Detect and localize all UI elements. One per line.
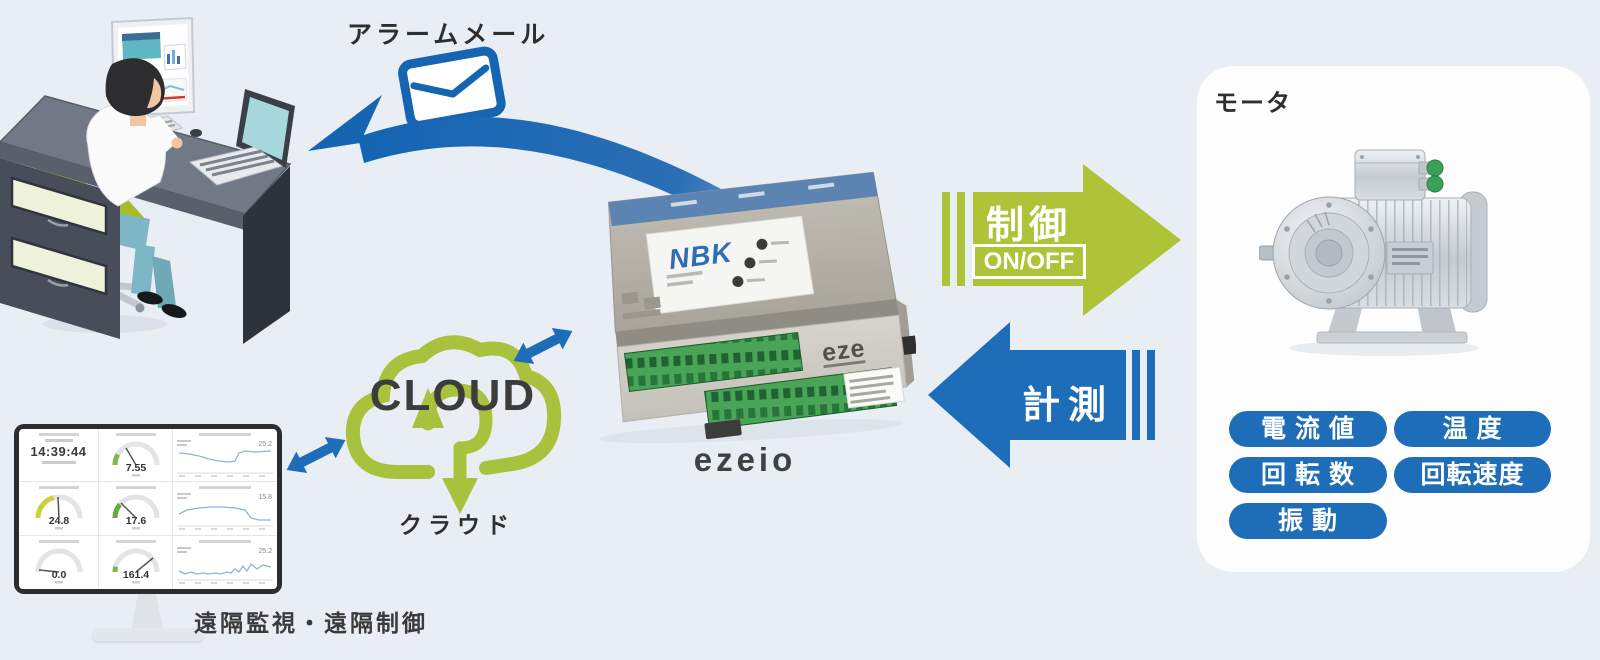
sync-arrow-monitor-cloud-icon	[286, 437, 346, 473]
svg-text:25.2: 25.2	[258, 441, 272, 448]
gauge-cell: 7.55	[99, 429, 173, 483]
svg-text:24.8: 24.8	[48, 515, 69, 527]
control-arrow-shape	[942, 164, 1181, 316]
svg-text:0.0: 0.0	[51, 569, 66, 581]
metric-badge-rotation-speed: 回転速度	[1394, 457, 1551, 493]
measure-arrow-shape	[928, 322, 1155, 468]
shoe	[137, 291, 163, 305]
person-arm	[144, 116, 180, 152]
mail-icon	[398, 46, 506, 130]
gauge-cell: 17.6	[99, 482, 173, 536]
metric-badge-rotation-count: 回 転 数	[1229, 457, 1387, 493]
person-hand	[171, 137, 183, 149]
control-arrow: 制御 ON/OFF	[932, 156, 1184, 322]
certification-marks	[621, 291, 661, 320]
control-arrow-label: 制御	[985, 205, 1072, 247]
cloud-icon: CLOUD	[345, 335, 562, 514]
monitor-stand-base	[92, 628, 204, 641]
cable-gland	[1426, 175, 1444, 193]
cloud-text: CLOUD	[370, 371, 536, 420]
alarm-swoosh-arrow	[308, 95, 900, 322]
svg-text:15.8: 15.8	[258, 494, 272, 501]
remote-monitor-label: 遠隔監視・遠隔制御	[194, 610, 428, 636]
ezeio-device-illustration: NBK eze	[598, 171, 916, 444]
dashboard-clock: 14:39:44	[30, 444, 87, 459]
control-onoff-label: ON/OFF	[971, 244, 1087, 279]
metric-badge-current: 電 流 値	[1229, 411, 1387, 447]
motor-title-label: モータ	[1214, 90, 1292, 117]
cloud-up-arrowhead	[412, 388, 444, 428]
device-label	[645, 215, 815, 315]
gauge-cell: 161.4	[99, 535, 173, 589]
drawer-handle	[47, 278, 69, 287]
desk-side-panel	[243, 166, 290, 344]
motor-panel: モータ	[1197, 66, 1590, 572]
svg-text:25.2: 25.2	[258, 548, 272, 555]
device-connector	[902, 335, 916, 355]
gauge-cell: 24.8	[19, 482, 99, 536]
chart-cell: 25.2	[173, 429, 277, 483]
svg-text:161.4: 161.4	[122, 569, 148, 581]
measure-arrow: 計測	[920, 314, 1172, 476]
dashboard-clock-cell: 14:39:44	[19, 429, 99, 483]
cloud-jp-label: クラウド	[399, 512, 515, 538]
cloud-down-arrowhead	[442, 478, 478, 514]
dashboard-screen: 14:39:44 7.55 25.2	[19, 429, 277, 589]
metric-badge-vibration: 振 動	[1229, 503, 1387, 539]
svg-text:7.55: 7.55	[125, 462, 146, 474]
desk-drawer	[10, 236, 108, 296]
chart-cell: 25.2	[173, 536, 277, 589]
terminal-block	[623, 331, 804, 392]
chart-cell: 15.8	[173, 482, 277, 536]
mouse	[190, 129, 202, 137]
device-name-label: ezeio	[693, 441, 797, 478]
motor-illustration	[1259, 149, 1488, 356]
person-face	[147, 78, 162, 109]
desk-drawer	[10, 176, 108, 236]
desk-scene-illustration	[0, 16, 295, 344]
shoe	[161, 304, 187, 318]
metric-badge-temperature: 温 度	[1394, 411, 1551, 447]
gauge-cell: 0.0	[19, 535, 99, 589]
measure-arrow-label: 計測	[1021, 385, 1114, 427]
device-leds	[732, 238, 789, 288]
cable-gland	[1426, 159, 1444, 177]
dashboard-monitor: 14:39:44 7.55 25.2	[14, 424, 282, 594]
monitor-stand-neck	[131, 594, 163, 630]
alarm-mail-label: アラームメール	[347, 21, 550, 49]
drawer-handle	[47, 218, 69, 227]
motor-terminal-box	[1354, 149, 1426, 201]
sync-arrow-cloud-device-icon	[513, 328, 573, 364]
din-clip	[704, 419, 742, 440]
svg-text:17.6: 17.6	[125, 515, 146, 527]
